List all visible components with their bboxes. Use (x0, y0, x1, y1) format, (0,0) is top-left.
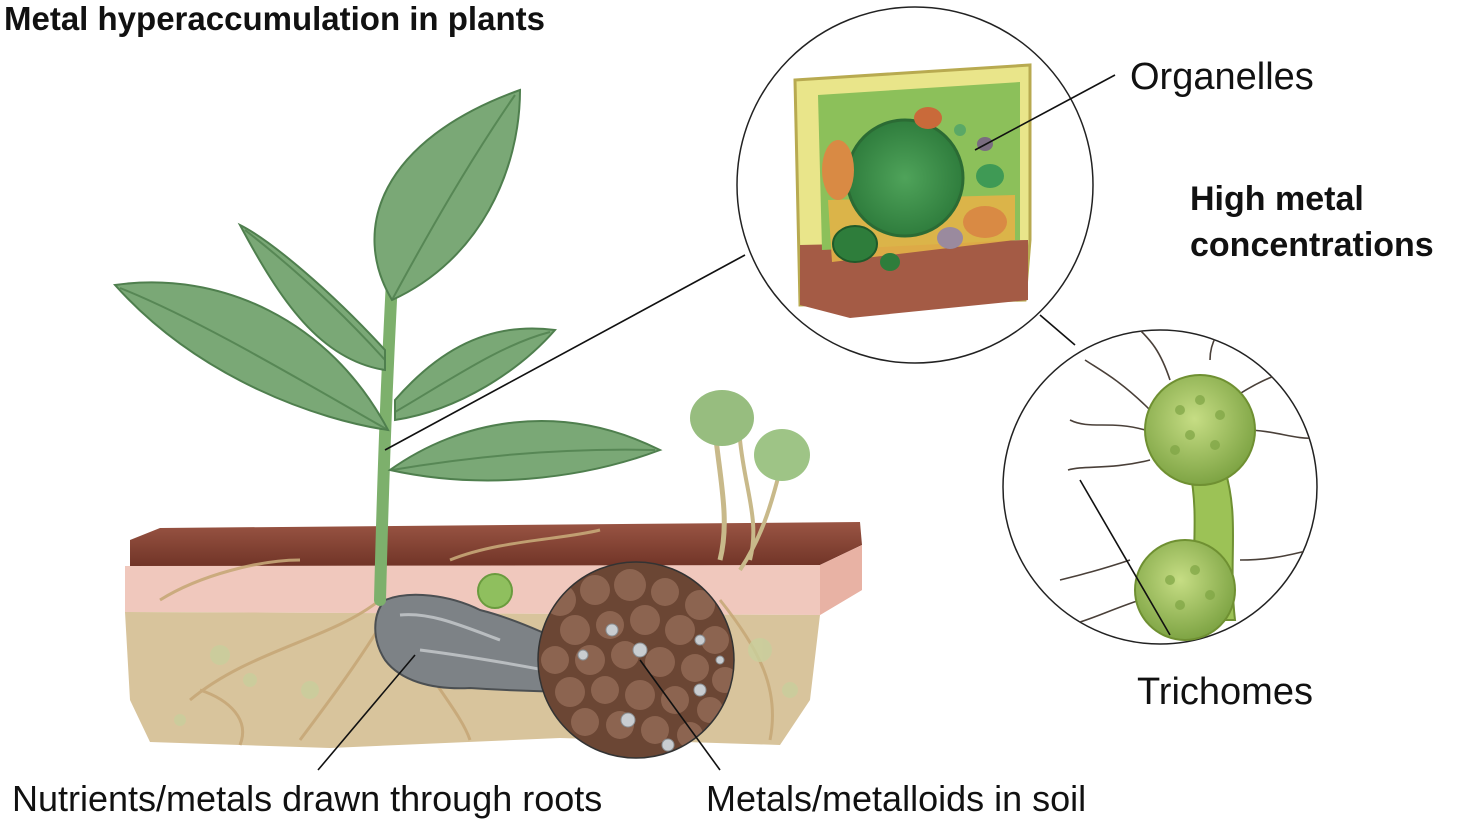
pointer-soil (639, 659, 721, 771)
label-high-metal-line1: High metal (1190, 180, 1364, 218)
main-plant (113, 88, 663, 606)
label-high-metal-line2: concentrations (1190, 226, 1434, 264)
label-high-metal-concentrations: High metal concentrations (1190, 176, 1434, 268)
figure-title: Metal hyperaccumulation in plants (4, 0, 545, 37)
cell-nucleus (845, 118, 965, 238)
label-soil-metals: Metals/metalloids in soil (706, 778, 1087, 819)
cell-magnifier (736, 6, 1094, 364)
pointer-trichomes (1079, 479, 1171, 636)
label-trichomes: Trichomes (1137, 671, 1313, 713)
leaf-right-mid (394, 327, 557, 422)
connector-lines (317, 74, 1171, 771)
connector-cell-to-trichome (1039, 314, 1076, 346)
connector-stem-to-cell (384, 254, 746, 451)
leaf-left-large (113, 281, 390, 432)
trichome-magnifier (1002, 329, 1318, 645)
leaf-left-upper (237, 222, 386, 372)
label-organelles: Organelles (1130, 56, 1314, 98)
leaf-right-long (387, 420, 663, 482)
soil-magnifier (537, 561, 735, 759)
soil-top-layer (130, 522, 862, 568)
pointer-roots (317, 654, 416, 771)
pointer-organelles (974, 74, 1116, 151)
small-plants (690, 390, 810, 572)
label-nutrients-roots: Nutrients/metals drawn through roots (12, 778, 603, 819)
